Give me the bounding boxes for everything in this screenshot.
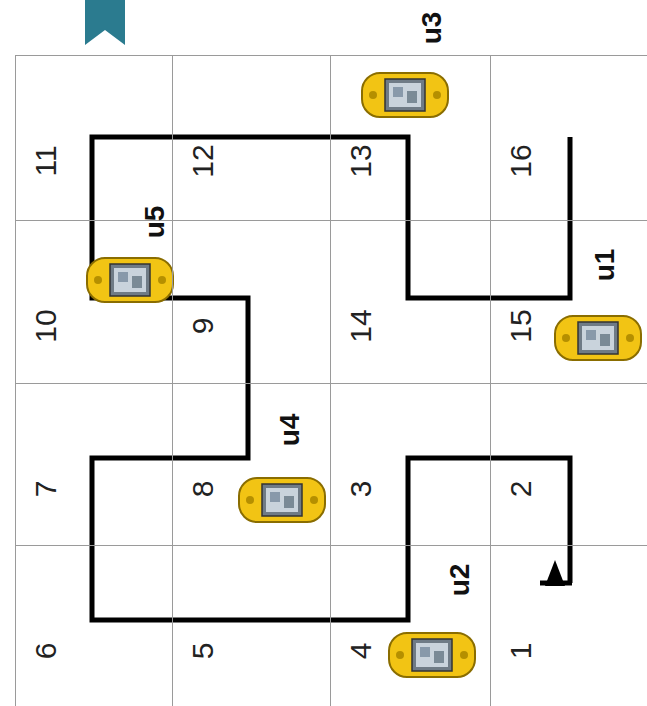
gps-device [555,316,641,360]
device-label: u3 [418,12,446,45]
grid-cell: 13 [330,55,491,221]
cell-number: 5 [188,643,218,660]
cell-number: 4 [346,643,376,660]
grid-cell: 5 [172,545,331,706]
grid-cell: 6 [15,545,173,706]
grid-cell: 11 [15,55,173,221]
grid-cell: 15 [490,220,647,384]
cell-number: 10 [31,309,61,342]
gps-device [87,258,173,302]
cell-number: 6 [31,643,61,660]
grid-cell: 12 [172,55,331,221]
cell-number: 8 [188,481,218,498]
cell-number: 16 [506,144,536,177]
grid-cell: 7 [15,383,173,546]
grid-cell: 1 [490,545,647,706]
grid-cell: 3 [330,383,491,546]
grid-cell: 10 [15,220,173,384]
device-label: u5 [141,206,169,239]
grid-cell: 8 [172,383,331,546]
cell-number: 12 [188,144,218,177]
cell-number: 1 [506,643,536,660]
grid-cell: 14 [330,220,491,384]
cell-number: 7 [31,481,61,498]
cell-number: 14 [346,309,376,342]
cell-number: 15 [506,309,536,342]
gps-device [389,633,475,677]
grid-cell: 9 [172,220,331,384]
cell-number: 3 [346,481,376,498]
bookmark-icon [85,0,125,45]
route-arrowhead [545,560,565,586]
cell-number: 11 [31,145,61,176]
grid-cell: 16 [490,55,647,221]
cell-number: 13 [346,144,376,177]
cell-number: 2 [506,481,536,498]
device-label: u1 [591,249,619,282]
gps-device [239,478,325,522]
route-path [92,137,570,620]
device-label: u4 [276,414,304,447]
grid-cell: 2 [490,383,647,546]
gps-device [362,73,448,117]
cell-number: 9 [188,318,218,335]
device-label: u2 [446,564,474,597]
